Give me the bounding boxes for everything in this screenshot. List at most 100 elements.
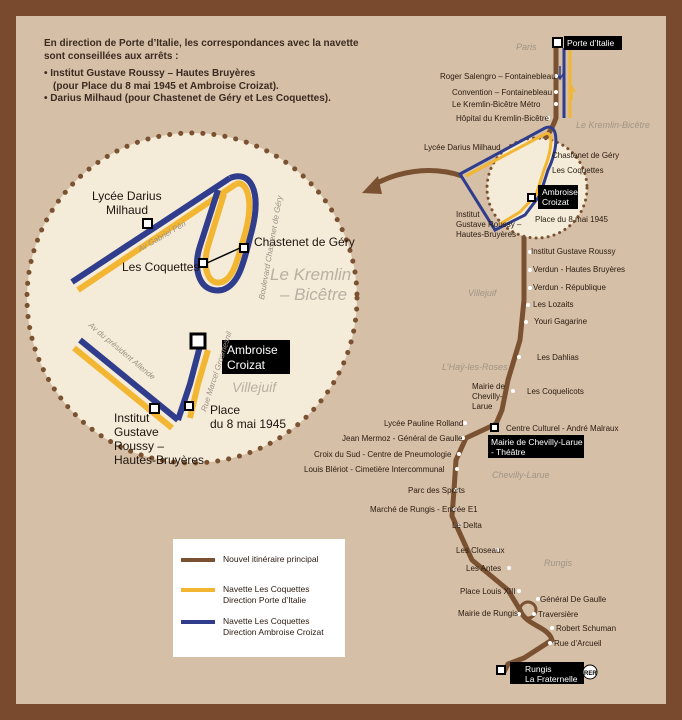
- label-mermoz: Jean Mermoz - Général de Gaulle: [342, 434, 463, 443]
- label-roger: Roger Salengro – Fontainebleau: [440, 72, 556, 81]
- advice-line-1: En direction de Porte d’Italie, les corr…: [44, 38, 359, 49]
- label-pauline: Lycée Pauline Rolland: [384, 419, 463, 428]
- zone-villejuif: Villejuif: [468, 288, 498, 298]
- label-traversiere: Traversière: [538, 610, 579, 619]
- legend: Nouvel itinéraire principal Navette Les …: [173, 539, 345, 657]
- legend-blue-label-1: Navette Les Coquettes: [223, 616, 310, 626]
- advice-bullet-2: • Darius Milhaud (pour Chastenet de Géry…: [44, 93, 331, 104]
- zoom-label-igr-2: Gustave: [114, 425, 159, 439]
- zoom-stop-ambroise: [189, 332, 207, 350]
- label-theatre-2: - Théâtre: [491, 447, 526, 457]
- fraternelle-box: [510, 662, 584, 684]
- label-kb-metro: Le Kremlin-Bicêtre Métro: [452, 100, 541, 109]
- label-closeaux: Les Closeaux: [456, 546, 504, 555]
- zoom-zone-villejuif: Villejuif: [232, 379, 278, 395]
- zoom-pointer-arrow: [370, 168, 463, 189]
- advice-bullet-1-detail: (pour Place du 8 mai 1945 et Ambroise Cr…: [53, 80, 279, 92]
- label-culturel: Centre Culturel - André Malraux: [506, 424, 619, 433]
- label-lozaits: Les Lozaits: [533, 300, 573, 309]
- terminus-porte-italie: [552, 37, 563, 48]
- label-mairie-chev-2: Chevilly-: [472, 392, 503, 401]
- zoom-stop-darius: [142, 218, 153, 229]
- label-croix: Croix du Sud - Centre de Pneumologie: [314, 450, 452, 459]
- legend-blue-swatch: [181, 620, 215, 624]
- zoom-stop-coquettes: [198, 258, 208, 268]
- zoom-label-igr-1: Institut: [114, 411, 150, 425]
- zoom-label-igr-4: Hautes-Bruyères: [114, 453, 204, 467]
- label-marche: Marché de Rungis - Entrée E1: [370, 505, 478, 514]
- label-dahlias: Les Dahlias: [537, 353, 579, 362]
- connection-advice: En direction de Porte d’Italie, les corr…: [44, 38, 404, 106]
- zoom-label-place-1: Place: [210, 403, 240, 417]
- stop-square-ambroise: [527, 193, 536, 202]
- label-antes: Les Antes: [466, 564, 501, 573]
- zoom-stop-place8mai: [184, 401, 194, 411]
- zoom-pointer-arrowhead: [362, 176, 382, 194]
- ambroise-box: [538, 185, 578, 209]
- label-bleriot: Louis Blériot - Cimetière Intercommunal: [304, 465, 445, 474]
- direction-arrow-up: [568, 85, 576, 100]
- zoom-stop-igr: [149, 403, 160, 414]
- label-convention: Convention – Fontainebleau: [452, 88, 552, 97]
- label-hopital: Hôpital du Kremlin-Bicêtre: [456, 114, 549, 123]
- zoom-label-ambroise-2: Croizat: [227, 358, 266, 372]
- zoom-zone-kremlin-1: Le Kremlin: [270, 265, 351, 284]
- label-theatre-1: Mairie de Chevilly-Larue: [491, 437, 583, 447]
- label-louis13: Place Louis XIII: [460, 587, 516, 596]
- label-mairie-chev-3: Larue: [472, 402, 493, 411]
- label-fraternelle-1: Rungis: [525, 664, 551, 674]
- label-parc: Parc des Sports: [408, 486, 465, 495]
- zoom-label-ambroise-1: Ambroise: [227, 343, 278, 357]
- zoom-link-chastenet: [206, 247, 241, 264]
- zone-paris: Paris: [516, 42, 537, 52]
- label-ambroise-1: Ambroise: [542, 187, 578, 197]
- label-coquelicots: Les Coquelicots: [527, 387, 584, 396]
- label-mairie-rungis: Mairie de Rungis: [458, 609, 518, 618]
- legend-blue-label-2: Direction Ambroise Croizat: [223, 627, 324, 637]
- legend-main-swatch: [181, 558, 215, 562]
- label-ambroise-2: Croizat: [542, 197, 570, 207]
- label-fraternelle-2: La Fraternelle: [525, 674, 578, 684]
- advice-line-2: sont conseillées aux arrêts :: [44, 50, 179, 62]
- zone-rungis: Rungis: [544, 558, 573, 568]
- zoom-label-coquettes: Les Coquettes: [122, 260, 199, 274]
- label-gaulle: Général De Gaulle: [540, 595, 607, 604]
- advice-bullet-1: • Institut Gustave Roussy – Hautes Bruyè…: [44, 68, 256, 79]
- label-igr-main: Institut Gustave Roussy: [531, 247, 615, 256]
- rer-icon: [582, 664, 598, 680]
- label-darius: Lycée Darius Milhaud: [424, 143, 501, 152]
- porte-italie-box: [564, 36, 622, 50]
- zoom-label-darius-1: Lycée Darius: [92, 189, 162, 203]
- zoom-label-chastenet: Chastenet de Géry: [254, 235, 355, 249]
- rungis-loop: [518, 600, 538, 620]
- label-porte-italie: Porte d’Italie: [567, 38, 615, 48]
- label-mairie-chev-1: Mairie de: [472, 382, 505, 391]
- zoom-label-place-2: du 8 mai 1945: [210, 417, 286, 431]
- label-igr-2: Gustave Roussy –: [456, 220, 522, 229]
- rer-label: RER: [584, 671, 597, 677]
- label-igr-1: Institut: [456, 210, 480, 219]
- zoom-label-darius-2: Milhaud: [106, 203, 148, 217]
- label-coquettes: Les Coquettes: [552, 166, 604, 175]
- label-chastenet: Chastenet de Géry: [552, 151, 619, 160]
- label-schuman: Robert Schuman: [556, 624, 616, 633]
- label-verdun-rep: Verdun - République: [533, 283, 606, 292]
- legend-main-label: Nouvel itinéraire principal: [223, 554, 319, 564]
- label-arcueil: Rue d’Arcueil: [554, 639, 602, 648]
- legend-yellow-swatch: [181, 588, 215, 592]
- label-place8mai: Place du 8 mai 1945: [535, 215, 608, 224]
- legend-yellow-label-1: Navette Les Coquettes: [223, 584, 310, 594]
- zoom-stop-chastenet: [239, 243, 249, 253]
- label-igr-3: Hautes-Bruyères: [456, 230, 516, 239]
- direction-arrow-down: [556, 66, 564, 81]
- stop-dots: [452, 74, 558, 645]
- label-youri: Youri Gagarine: [534, 317, 588, 326]
- zoom-zone-kremlin-2: – Bicêtre: [279, 285, 347, 304]
- stop-square-mairie-chevilly: [490, 423, 499, 432]
- terminus-fraternelle: [496, 665, 506, 675]
- theatre-box: [488, 435, 584, 458]
- label-verdun-hb: Verdun - Hautes Bruyères: [533, 265, 625, 274]
- zoom-label-igr-3: Roussy –: [114, 439, 164, 453]
- zone-hay: L’Haÿ-les-Roses: [442, 362, 508, 372]
